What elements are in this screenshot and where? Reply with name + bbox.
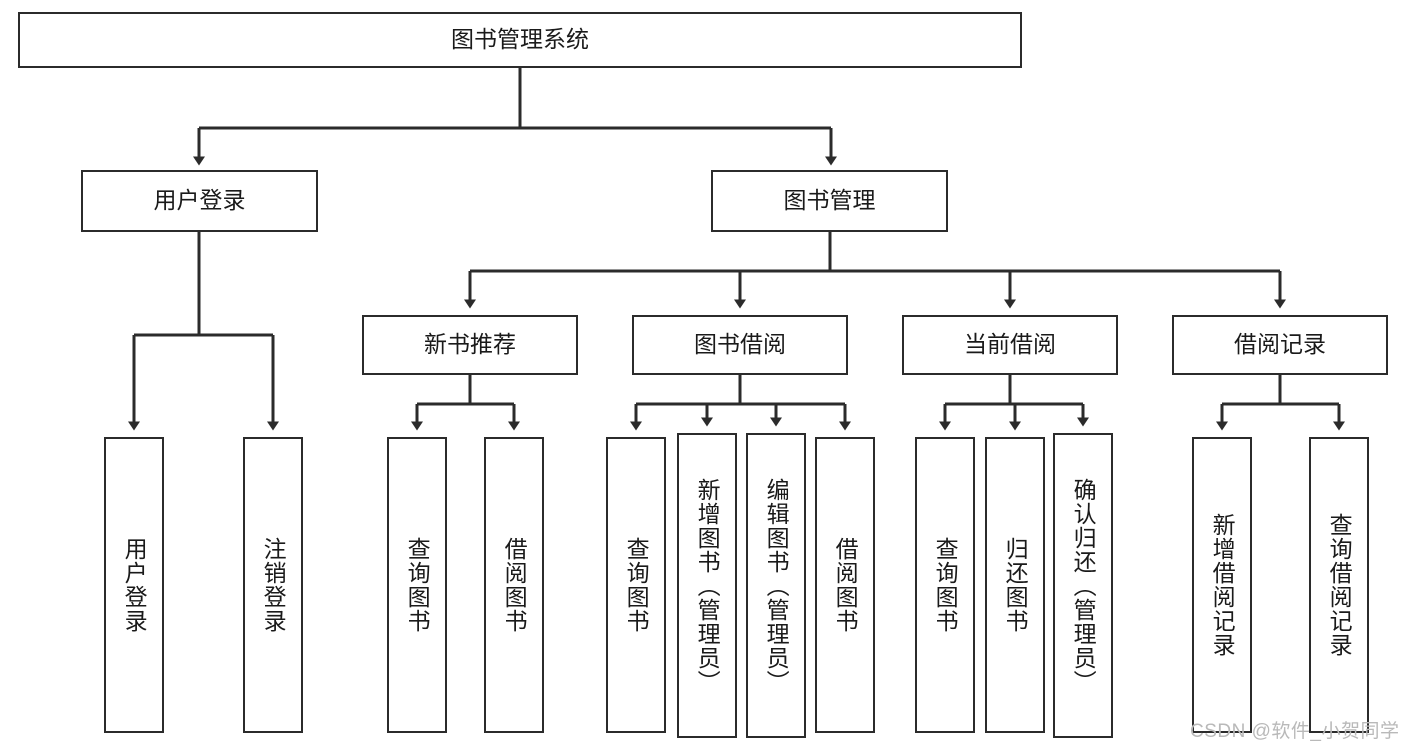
node-label: 查询图书	[623, 537, 650, 633]
node-label: 查询图书	[404, 537, 431, 633]
node-label: 图书管理系统	[451, 26, 589, 53]
node-label: 当前借阅	[964, 331, 1056, 358]
node-current-borrow[interactable]: 当前借阅	[902, 315, 1118, 375]
node-label: 借阅图书	[501, 537, 528, 633]
node-book-management[interactable]: 图书管理	[711, 170, 948, 232]
node-new-book-recommend[interactable]: 新书推荐	[362, 315, 578, 375]
node-label: 借阅图书	[832, 537, 859, 633]
node-label: 归还图书	[1002, 537, 1029, 633]
node-book-borrow[interactable]: 图书借阅	[632, 315, 848, 375]
leaf-user-login[interactable]: 用户登录	[104, 437, 164, 733]
node-borrow-record[interactable]: 借阅记录	[1172, 315, 1388, 375]
node-user-login[interactable]: 用户登录	[81, 170, 318, 232]
leaf-query-book-recommend[interactable]: 查询图书	[387, 437, 447, 733]
leaf-user-logout[interactable]: 注销登录	[243, 437, 303, 733]
node-label: 新增图书（管理员）	[694, 477, 721, 694]
node-label: 新书推荐	[424, 331, 516, 358]
node-label: 查询借阅记录	[1326, 513, 1353, 657]
node-label: 注销登录	[260, 537, 287, 633]
csdn-watermark: CSDN @软件_小贺同学	[1190, 721, 1400, 742]
leaf-query-borrow-record[interactable]: 查询借阅记录	[1309, 437, 1369, 733]
node-label: 编辑图书（管理员）	[763, 477, 790, 694]
leaf-return-book[interactable]: 归还图书	[985, 437, 1045, 733]
node-label: 新增借阅记录	[1209, 513, 1236, 657]
leaf-edit-book-admin[interactable]: 编辑图书（管理员）	[746, 433, 806, 738]
node-label: 图书借阅	[694, 331, 786, 358]
leaf-confirm-return-admin[interactable]: 确认归还（管理员）	[1053, 433, 1113, 738]
leaf-query-book-current[interactable]: 查询图书	[915, 437, 975, 733]
node-label: 图书管理	[783, 187, 876, 214]
node-root-system[interactable]: 图书管理系统	[18, 12, 1022, 68]
node-label: 查询图书	[932, 537, 959, 633]
node-label: 用户登录	[153, 187, 246, 214]
leaf-query-book-borrow[interactable]: 查询图书	[606, 437, 666, 733]
leaf-borrow-book[interactable]: 借阅图书	[815, 437, 875, 733]
node-label: 用户登录	[121, 537, 148, 633]
leaf-borrow-book-recommend[interactable]: 借阅图书	[484, 437, 544, 733]
leaf-add-borrow-record[interactable]: 新增借阅记录	[1192, 437, 1252, 733]
leaf-add-book-admin[interactable]: 新增图书（管理员）	[677, 433, 737, 738]
node-label: 确认归还（管理员）	[1070, 477, 1097, 694]
node-label: 借阅记录	[1234, 331, 1326, 358]
